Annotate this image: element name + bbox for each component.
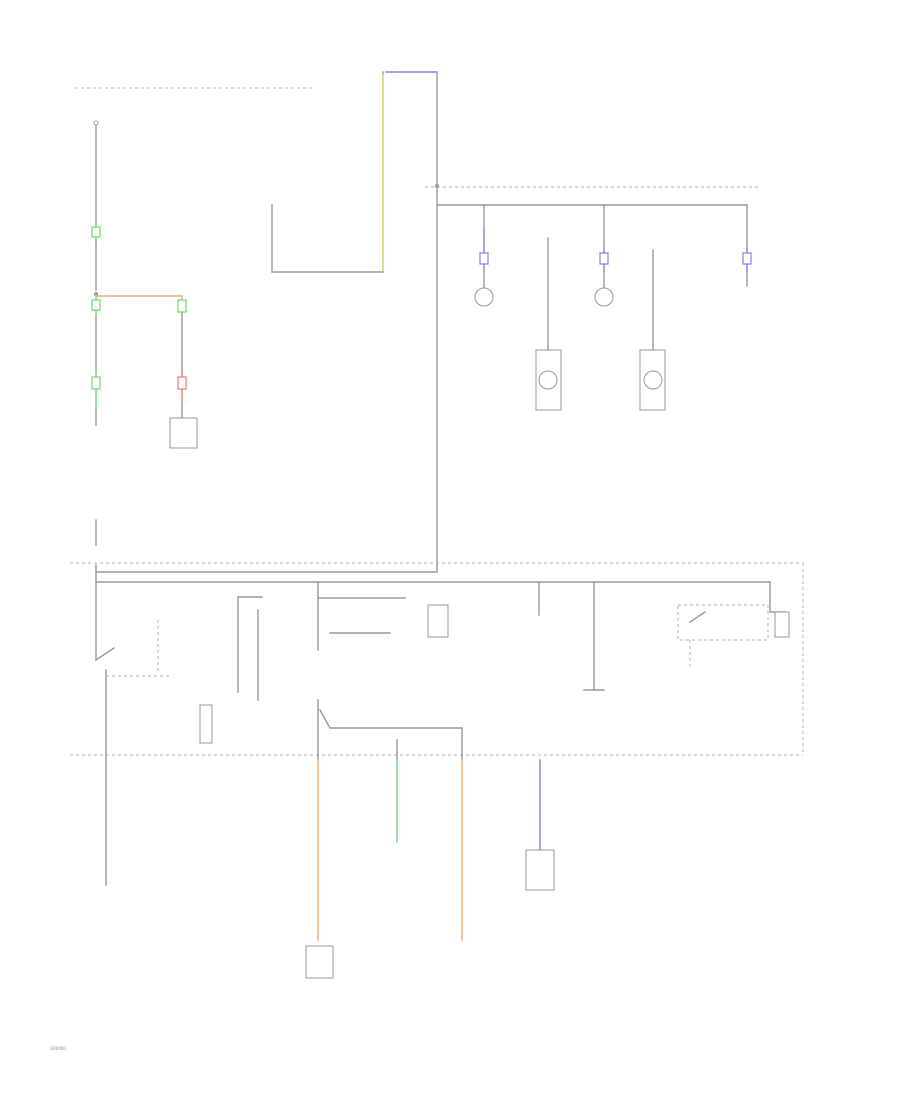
bus-wire-right	[769, 581, 786, 613]
left-fuse-chain	[91, 120, 198, 546]
connector	[91, 299, 101, 311]
switch-contact	[689, 611, 706, 623]
connector	[479, 252, 489, 265]
lamp-icon	[594, 287, 614, 307]
feed-wire	[95, 564, 438, 573]
output-component	[525, 849, 555, 891]
connector	[599, 252, 609, 265]
switch-contact	[95, 647, 115, 661]
wire-black	[271, 71, 384, 273]
lamp-branch	[425, 185, 760, 566]
fuse-box-component	[199, 704, 213, 744]
connector	[177, 299, 187, 313]
lamp-icon	[643, 370, 663, 390]
figure-id: G00000	[50, 1046, 66, 1051]
connector	[177, 376, 187, 390]
connector	[91, 376, 101, 390]
output-wires	[305, 759, 555, 979]
top-feed	[271, 71, 439, 273]
output-component	[305, 945, 334, 979]
component-box	[169, 417, 198, 449]
wire-segment	[237, 596, 263, 693]
lower-fuse-box	[70, 562, 804, 886]
license-lamp-icon	[474, 287, 494, 307]
wire-segment	[319, 709, 463, 761]
connector	[742, 252, 752, 265]
connector	[91, 226, 101, 238]
relay-outline	[677, 604, 769, 641]
relay-component	[427, 604, 449, 638]
relay-coil	[774, 611, 790, 638]
lamp-icon	[538, 370, 558, 390]
wire-yellow-red	[96, 295, 183, 311]
